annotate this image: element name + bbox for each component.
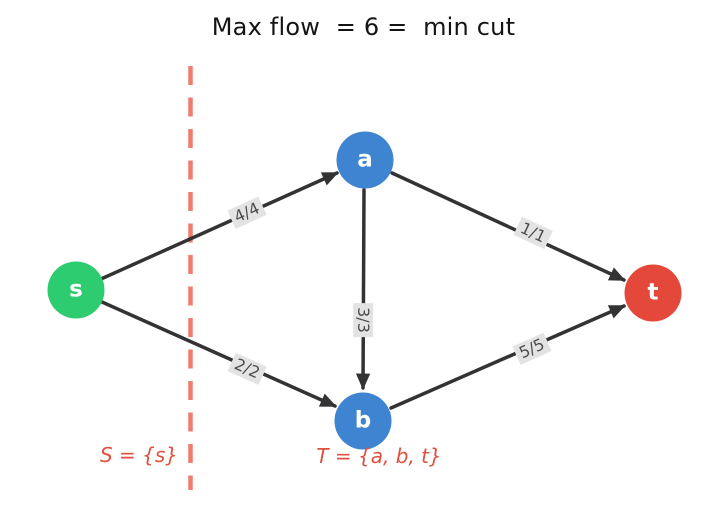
node-s-source: s [47, 261, 105, 319]
node-b-label: b [354, 407, 372, 434]
edge-line-a-t [390, 171, 626, 282]
node-a-label: a [357, 146, 373, 173]
node-t-label: t [647, 279, 659, 306]
node-a: a [336, 131, 394, 189]
edge-label-a-b: 3/3 [352, 303, 374, 337]
node-b: b [334, 392, 392, 450]
node-t-sink: t [624, 264, 682, 322]
edge-line-a-b [355, 188, 371, 390]
source-set-label: S = {s} [99, 443, 179, 467]
figure-title: Max flow = 6 = min cut [211, 13, 516, 41]
node-s-label: s [69, 276, 83, 303]
edge-line-s-a [99, 171, 339, 281]
edge-line-s-b [100, 300, 337, 408]
sink-set-label: T = {a, b, t} [316, 444, 442, 468]
edge-line-b-t [389, 304, 626, 410]
